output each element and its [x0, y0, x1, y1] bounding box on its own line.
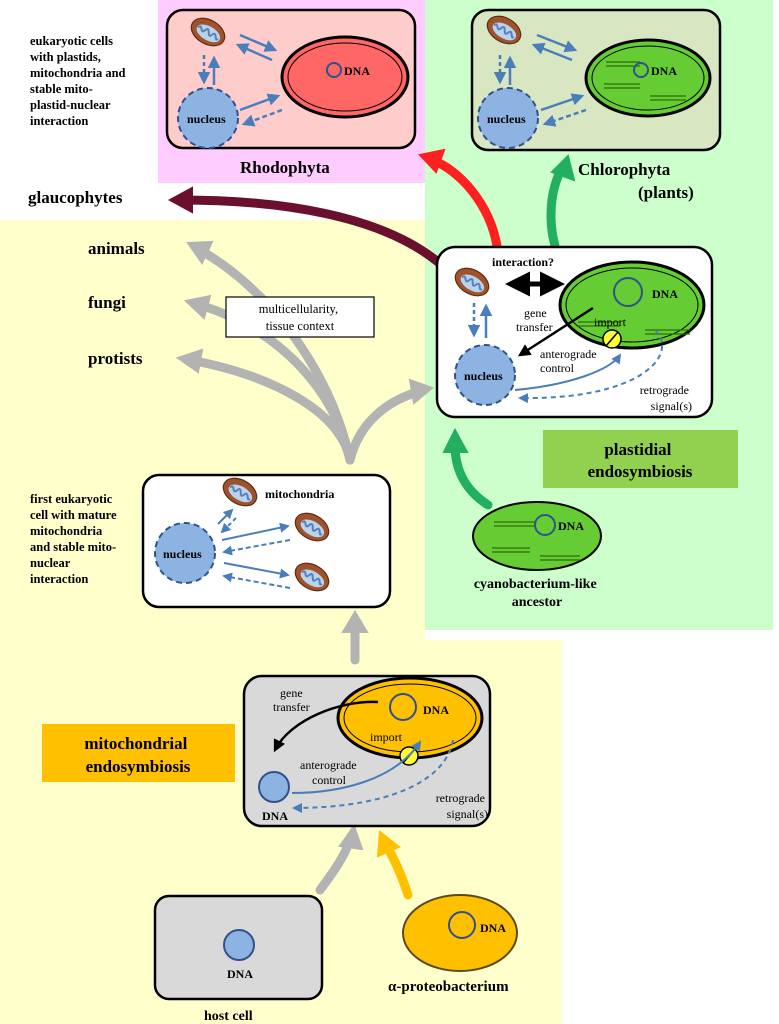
- rhodophyta-label: Rhodophyta: [240, 158, 330, 177]
- host-dna-label: DNA: [227, 967, 253, 981]
- top-left-caption: eukaryotic cells with plastids, mitochon…: [30, 34, 129, 128]
- svg-text:plastidial endosymbiosis: plastidial endosymbiosis: [588, 440, 693, 481]
- chlorophyta-cell: DNA nucleus: [470, 8, 722, 152]
- rhodophyta-dna-label: DNA: [344, 64, 370, 78]
- dna-circle-icon: [633, 62, 649, 78]
- arrow-to-rhodophyta: [427, 155, 502, 251]
- proto-eukaryote-cell: DNA import gene transfer DNA anterograde…: [242, 674, 492, 828]
- rhodophyta-cell: DNA nucleus: [165, 8, 417, 150]
- host-dna-circle-icon: [258, 771, 290, 803]
- proto-host-dna-label: DNA: [262, 809, 288, 823]
- chlorophyta-nucleus-label: nucleus: [487, 112, 526, 126]
- import-label: import: [594, 315, 627, 329]
- host-cell-label: host cell: [204, 1009, 253, 1024]
- svg-text:multicellularity, tissue: multicellularity, tissue context: [259, 302, 342, 333]
- dna-circle-icon: [534, 514, 556, 536]
- cyanobacterium-dna-label: DNA: [558, 519, 584, 533]
- arrow-to-protists: [185, 355, 355, 465]
- dna-circle-icon: [326, 62, 342, 78]
- dna-circle-icon: [613, 277, 643, 307]
- proto-retrograde-label: retrograde signal(s): [436, 791, 488, 821]
- proteobacterium-label: α-proteobacterium: [388, 979, 509, 995]
- svg-text:mitochondrial endosymbio: mitochondrial endosymbiosis: [84, 734, 191, 776]
- interaction-label: interaction?: [492, 255, 554, 269]
- cyanobacterium: DNA: [472, 501, 602, 571]
- retrograde-label: retrograde signal(s): [640, 383, 692, 413]
- mitochondrial-endosymbiosis-label: mitochondrial endosymbiosis: [42, 724, 235, 782]
- multicellularity-box: multicellularity, tissue context: [225, 296, 375, 338]
- anterograde-label: anterograde control: [540, 347, 600, 375]
- host-dna-circle-icon: [223, 929, 255, 961]
- arrow-to-glaucophytes: [175, 195, 443, 267]
- plastid-cell-nucleus-label: nucleus: [464, 369, 503, 383]
- animals-label: animals: [88, 239, 145, 258]
- chlorophyta-label: Chlorophyta: [578, 160, 671, 179]
- mito-cell-nucleus-label: nucleus: [163, 547, 202, 561]
- cyanobacterium-label: cyanobacterium-like ancestor: [474, 577, 600, 610]
- plastidial-endosymbiosis-label: plastidial endosymbiosis: [543, 430, 738, 488]
- glaucophytes-label: glaucophytes: [28, 188, 123, 207]
- dna-circle-icon: [389, 693, 417, 721]
- proteobacterium-dna-label: DNA: [480, 921, 506, 935]
- rhodophyta-nucleus-label: nucleus: [187, 112, 226, 126]
- proto-gene-transfer-label: gene transfer: [273, 686, 310, 714]
- arrow-to-plastid-cell: [345, 387, 423, 465]
- mid-left-caption: first eukaryotic cell with mature mitoch…: [30, 492, 120, 586]
- chlorophyta-dna-label: DNA: [651, 64, 677, 78]
- alpha-proteobacterium: DNA: [402, 894, 518, 972]
- plants-label: (plants): [638, 183, 694, 202]
- gene-transfer-label: gene transfer: [516, 306, 553, 334]
- first-eukaryotic-cell: nucleus mitochondria: [141, 471, 392, 609]
- fungi-label: fungi: [88, 293, 126, 312]
- mitochondria-label: mitochondria: [265, 487, 334, 501]
- proto-mito-dna-label: DNA: [423, 703, 449, 717]
- host-cell: DNA: [153, 894, 324, 1001]
- dna-circle-icon: [448, 911, 476, 939]
- proto-anterograde-label: anterograde control: [300, 758, 360, 787]
- plastid-dna-label: DNA: [652, 287, 678, 301]
- plastid-endosymbiosis-cell: DNA nucleus interaction? gene transfer i…: [435, 245, 714, 419]
- proto-import-label: import: [370, 730, 403, 744]
- protists-label: protists: [88, 349, 143, 368]
